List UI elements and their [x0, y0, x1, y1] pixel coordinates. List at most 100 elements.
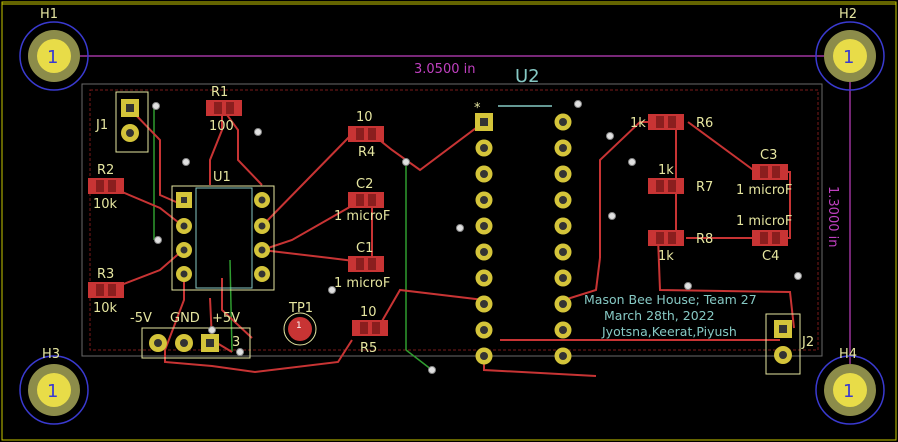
u2-pin-pad[interactable] [554, 113, 572, 131]
c1-value: 1 microF [334, 276, 390, 291]
u2-pin-pad[interactable] [554, 295, 572, 313]
hole-h3-pad: 1 [47, 381, 58, 402]
resistor-r6[interactable]: 1k R6 [630, 114, 713, 131]
hole-h4-ref: H4 [839, 347, 857, 362]
c4-ref: C4 [762, 249, 779, 264]
resistor-r7[interactable]: 1k R7 [648, 163, 713, 195]
u2-pin-pad[interactable] [554, 269, 572, 287]
resistor-r5[interactable]: 10 R5 [352, 305, 388, 356]
c4-value: 1 microF [736, 214, 792, 229]
note-line-3: Jyotsna,Keerat,Piyush [601, 324, 737, 339]
via [154, 236, 162, 244]
u2-pin-pad[interactable] [475, 191, 493, 209]
via [794, 272, 802, 280]
via [328, 286, 336, 294]
r5-value: 10 [360, 305, 377, 320]
u2-pin-pad[interactable] [475, 347, 493, 365]
front-copper-traces [107, 107, 795, 377]
courtyard-outline [81, 83, 823, 357]
j3-pos-label: +5V [212, 311, 240, 326]
u2-pin-pad[interactable] [475, 217, 493, 235]
dimension-vertical[interactable]: 1.3000 in [825, 56, 851, 390]
resistor-r4[interactable]: 10 R4 [348, 110, 384, 160]
note-line-2: March 28th, 2022 [604, 308, 715, 323]
u2-pin-pad[interactable] [475, 139, 493, 157]
via [236, 348, 244, 356]
via [608, 212, 616, 220]
vias [152, 100, 802, 374]
board-notes: Mason Bee House; Team 27 March 28th, 202… [584, 292, 757, 339]
ic-u1[interactable]: U1 [171, 170, 275, 291]
test-point-tp1[interactable]: 1 TP1 [283, 301, 317, 346]
via [208, 326, 216, 334]
j2-label: J2 [801, 335, 814, 350]
hole-h3-ref: H3 [42, 347, 60, 362]
u2-pin-pad[interactable] [554, 191, 572, 209]
r3-value: 10k [93, 301, 118, 316]
hole-h2-ref: H2 [839, 7, 857, 22]
dimension-height-label: 1.3000 in [825, 186, 840, 247]
j3-ref: 3 [232, 335, 240, 350]
u2-pin-pad[interactable] [475, 165, 493, 183]
via [428, 366, 436, 374]
c1-ref: C1 [356, 241, 373, 256]
u2-pin-pad[interactable] [554, 347, 572, 365]
connector-j1[interactable]: J1 [95, 91, 149, 153]
via [456, 224, 464, 232]
r7-ref: R7 [696, 180, 713, 195]
note-line-1: Mason Bee House; Team 27 [584, 292, 757, 307]
hole-h1-pad: 1 [47, 47, 58, 68]
via [152, 102, 160, 110]
r1-ref: R1 [211, 85, 228, 100]
j3-gnd-label: GND [170, 311, 200, 326]
r8-ref: R8 [696, 232, 713, 247]
c2-ref: C2 [356, 177, 373, 192]
c2-value: 1 microF [334, 209, 390, 224]
resistor-r2[interactable]: R2 10k [88, 163, 124, 212]
capacitor-c2[interactable]: C2 1 microF [334, 177, 390, 224]
u2-pin-pad[interactable] [554, 243, 572, 261]
mounting-hole-h2[interactable]: 1 H2 [815, 7, 885, 91]
mounting-hole-h3[interactable]: 1 H3 [19, 347, 89, 425]
resistor-r3[interactable]: R3 10k [88, 267, 124, 316]
u2-pin-pad[interactable] [554, 165, 572, 183]
u2-pin1-marker: * [474, 101, 481, 116]
via [606, 132, 614, 140]
r4-value: 10 [356, 110, 373, 125]
c3-value: 1 microF [736, 183, 792, 198]
resistor-r1[interactable]: R1 100 [206, 85, 242, 134]
mounting-hole-h1[interactable]: 1 H1 [19, 7, 89, 91]
back-copper-traces [153, 106, 433, 371]
capacitor-c3[interactable]: C3 1 microF [736, 148, 792, 198]
hole-h1-ref: H1 [40, 7, 58, 22]
connector-j2[interactable]: J2 [765, 313, 814, 375]
u2-pin-pad[interactable] [554, 321, 572, 339]
r1-value: 100 [209, 119, 234, 134]
capacitor-c1[interactable]: C1 1 microF [334, 241, 390, 291]
via [402, 158, 410, 166]
r2-ref: R2 [97, 163, 114, 178]
u2-pin-pad[interactable] [475, 321, 493, 339]
mounting-hole-h4[interactable]: 1 H4 [815, 347, 885, 425]
j3-neg-label: -5V [130, 311, 152, 326]
hole-h2-pad: 1 [843, 47, 854, 68]
c3-ref: C3 [760, 148, 777, 163]
u2-pin-pad[interactable] [554, 217, 572, 235]
u2-pin-pad[interactable] [554, 139, 572, 157]
r4-ref: R4 [358, 145, 375, 160]
tp1-pad-label: 1 [296, 321, 302, 331]
via [182, 158, 190, 166]
ic-u2[interactable]: U2 * [474, 66, 572, 365]
u2-pin-pad[interactable] [475, 243, 493, 261]
hole-h4-pad: 1 [843, 381, 854, 402]
capacitor-c4[interactable]: 1 microF C4 [736, 214, 792, 264]
dimension-horizontal[interactable]: 3.0500 in [54, 55, 850, 77]
via [254, 128, 262, 136]
tp1-ref: TP1 [288, 301, 313, 316]
u2-pin-pad[interactable] [475, 295, 493, 313]
u2-pin-pad[interactable] [475, 269, 493, 287]
connector-j3[interactable]: -5V GND +5V 3 [130, 311, 251, 359]
via [684, 282, 692, 290]
resistor-r8[interactable]: R8 1k [648, 230, 713, 264]
